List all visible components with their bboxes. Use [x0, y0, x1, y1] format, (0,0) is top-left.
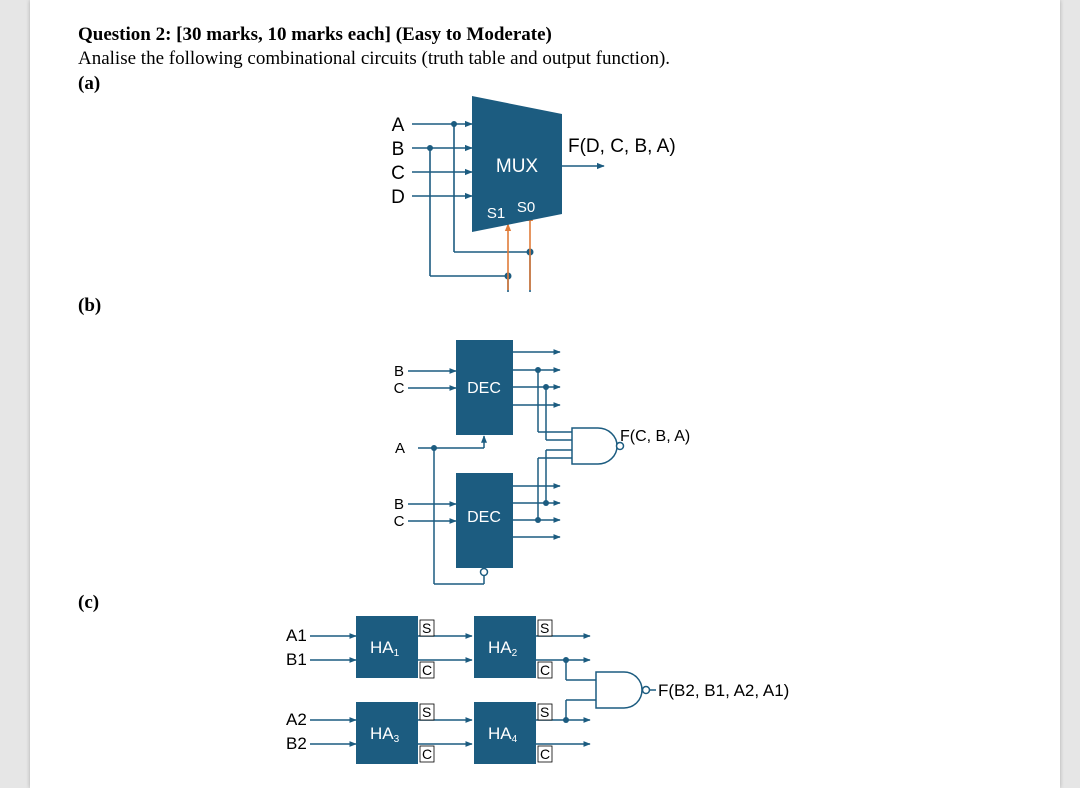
decoder-bottom-input-b: B — [394, 496, 404, 513]
decoder-top-block — [456, 340, 513, 435]
decoder-bottom-block — [456, 473, 513, 568]
ha1-label: HA1 — [370, 638, 400, 659]
mux-select-s0: S0 — [517, 199, 535, 216]
mux-block — [472, 96, 562, 232]
ha4-block — [474, 702, 536, 764]
ha-output-label: F(B2, B1, A2, A1) — [658, 681, 789, 700]
decoder-top-input-c: C — [394, 380, 405, 397]
decoder-circuit — [408, 349, 572, 585]
mux-select-s1: S1 — [487, 205, 505, 222]
decoder-bottom-label: DEC — [467, 509, 501, 526]
question-description: Analise the following combinational circ… — [78, 48, 671, 69]
svg-text:C: C — [540, 746, 550, 762]
question-title: Question 2: [30 marks, 10 marks each] (E… — [78, 24, 552, 45]
part-b-label: (b) — [78, 295, 102, 316]
svg-text:S: S — [422, 620, 431, 636]
svg-text:S: S — [540, 620, 549, 636]
decoder-enable-a: A — [395, 440, 405, 457]
decoder-dots — [431, 367, 549, 523]
ha2-label: HA2 — [488, 638, 518, 659]
ha-input-b2: B2 — [286, 734, 307, 753]
svg-text:S: S — [422, 704, 431, 720]
part-c-label: (c) — [78, 592, 100, 613]
ha2-block — [474, 616, 536, 678]
ha4-label: HA4 — [488, 724, 518, 745]
bottom-decoder-enable-bubble — [479, 567, 489, 577]
svg-text:C: C — [422, 746, 432, 762]
part-a-label: (a) — [78, 73, 101, 94]
mux-input-a: A — [392, 115, 405, 136]
output-gate-c — [595, 671, 656, 709]
mux-input-b: B — [392, 139, 405, 160]
mux-select-arrows — [504, 213, 534, 290]
ha3-block — [356, 702, 418, 764]
nand-gate-b — [571, 427, 625, 465]
half-adder-blocks — [356, 616, 536, 764]
mux-input-d: D — [391, 187, 405, 208]
mux-label: MUX — [496, 156, 539, 177]
half-adder-dots — [563, 657, 569, 723]
half-adder-circuit — [310, 633, 596, 747]
decoder-output-label: F(C, B, A) — [620, 428, 690, 445]
mux-dots — [427, 121, 534, 280]
svg-text:C: C — [422, 662, 432, 678]
ha-input-b1: B1 — [286, 650, 307, 669]
ha-input-a1: A1 — [286, 626, 307, 645]
decoder-bottom-input-c: C — [394, 513, 405, 530]
decoder-top-label: DEC — [467, 380, 501, 397]
ha3-label: HA3 — [370, 724, 400, 745]
ha-input-a2: A2 — [286, 710, 307, 729]
ha1-block — [356, 616, 418, 678]
mux-input-c: C — [391, 163, 405, 184]
svg-text:S: S — [540, 704, 549, 720]
mux-circuit — [412, 120, 605, 292]
ha-port-labels: S C S C S C S C — [419, 619, 553, 763]
decoder-top-input-b: B — [394, 363, 404, 380]
svg-text:C: C — [540, 662, 550, 678]
mux-output-label: F(D, C, B, A) — [568, 136, 676, 157]
